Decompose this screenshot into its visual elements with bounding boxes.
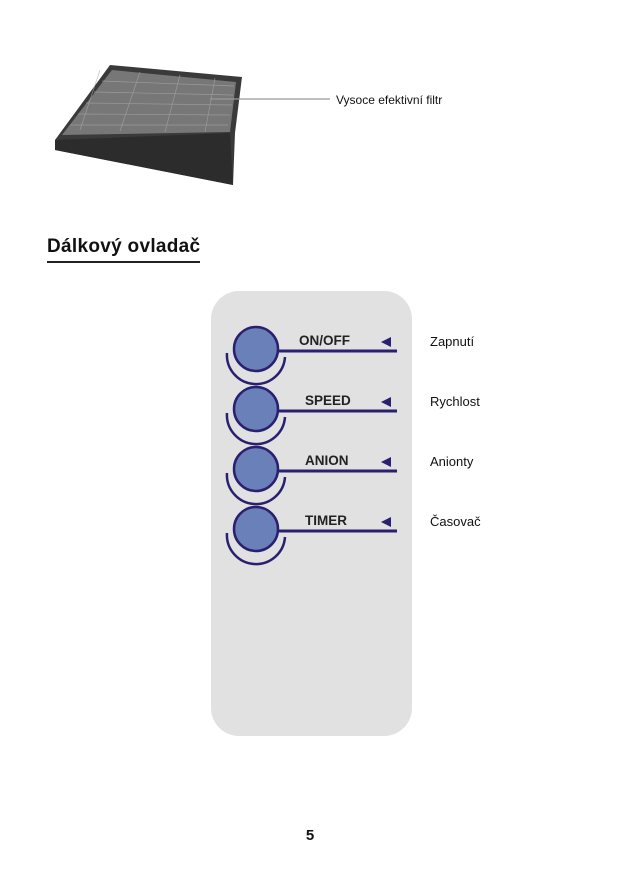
button-label: ANION <box>305 453 349 468</box>
button-label: ON/OFF <box>299 333 350 348</box>
button-description: Rychlost <box>430 394 480 409</box>
arrow-icon <box>381 457 391 467</box>
remote-button-speed[interactable] <box>225 385 397 446</box>
button-label: SPEED <box>305 393 351 408</box>
remote-button-on-off[interactable] <box>225 325 397 386</box>
button-description: Zapnutí <box>430 334 475 349</box>
filter-image <box>55 65 330 185</box>
filter-callout-label: Vysoce efektivní filtr <box>336 93 443 107</box>
arrow-icon <box>381 337 391 347</box>
button-label: TIMER <box>305 513 347 528</box>
section-heading: Dálkový ovladač <box>47 236 201 263</box>
button-description: Anionty <box>430 454 474 469</box>
button-description: Časovač <box>430 514 481 529</box>
arrow-icon <box>381 517 391 527</box>
remote-button-timer[interactable] <box>225 505 397 566</box>
remote-button-anion[interactable] <box>225 445 397 506</box>
page-number: 5 <box>305 827 315 844</box>
arrow-icon <box>381 397 391 407</box>
